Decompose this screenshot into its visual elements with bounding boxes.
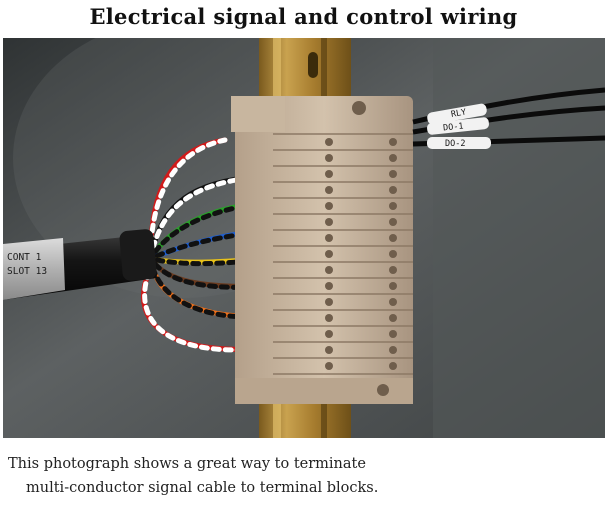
photograph-icon: CONT 1 SLOT 13 <box>3 38 605 438</box>
cable-label-line1: CONT 1 <box>7 252 42 263</box>
wire-tag-do1: DO-1 <box>443 121 464 133</box>
photograph: CONT 1 SLOT 13 <box>3 38 605 438</box>
terminal-block <box>231 96 413 404</box>
caption-line-2: multi-conductor signal cable to terminal… <box>26 480 379 496</box>
output-wires: RLY DO-1 DO-2 <box>412 87 605 149</box>
caption-line-1: This photograph shows a great way to ter… <box>8 456 366 472</box>
wire-tag-do2: DO-2 <box>445 139 465 149</box>
signal-cable: CONT 1 SLOT 13 <box>3 229 157 300</box>
caption: This photograph shows a great way to ter… <box>8 452 598 500</box>
cable-label-line2: SLOT 13 <box>7 266 47 277</box>
page-title: Electrical signal and control wiring <box>89 4 518 29</box>
wire-tag-rly: RLY <box>450 107 467 120</box>
